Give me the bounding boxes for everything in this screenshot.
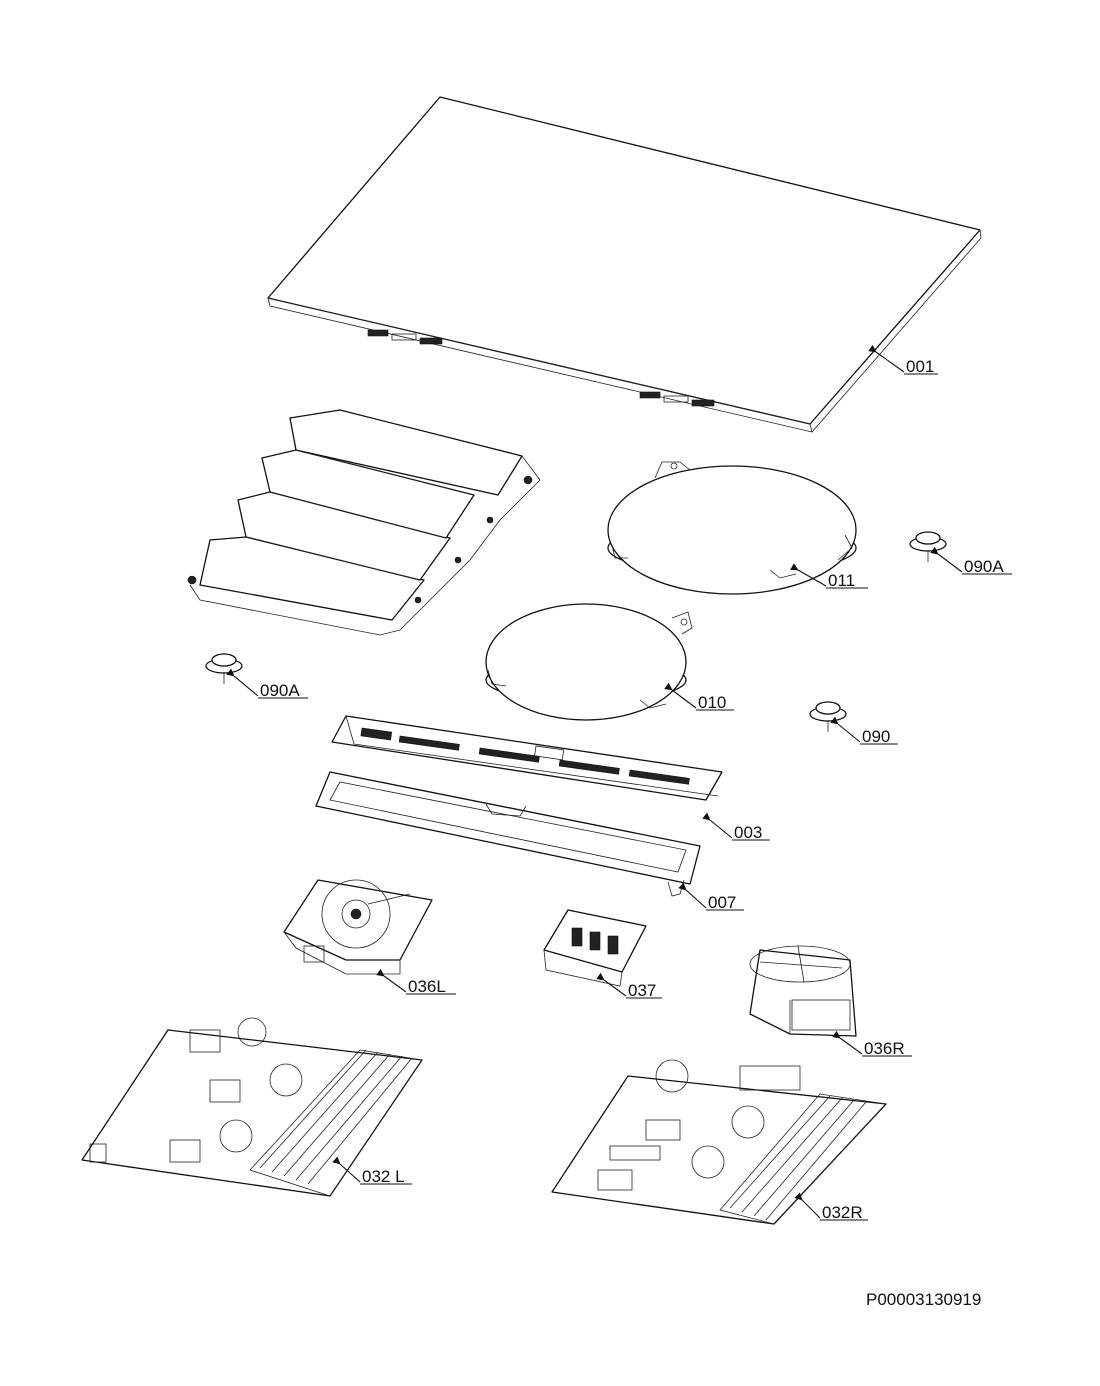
callout-010: 010 (664, 682, 734, 712)
callout-label: 090A (964, 557, 1004, 576)
terminal-block (543, 909, 647, 987)
callout-label: 003 (734, 823, 762, 842)
induction-coil-front (485, 603, 693, 721)
callout-label: 090A (260, 681, 300, 700)
callout-label: 036L (408, 977, 446, 996)
callout-037: 037 (596, 972, 662, 1000)
fan-right (749, 945, 857, 1037)
callout-090A-rear: 090A (930, 546, 1012, 576)
flexi-coil-array (187, 409, 541, 636)
callout-label: 090 (862, 727, 890, 746)
power-board-left (81, 1017, 423, 1197)
callout-090A-left: 090A (226, 668, 308, 700)
foot-left (205, 653, 243, 684)
callout-007: 007 (678, 882, 744, 912)
document-id: P00003130919 (866, 1290, 982, 1309)
callout-036R: 036R (832, 1030, 912, 1058)
callout-011: 011 (790, 563, 868, 590)
callout-label: 032 L (362, 1167, 405, 1186)
power-board-right (551, 1059, 887, 1225)
control-frame (315, 771, 701, 897)
callout-090: 090 (830, 716, 898, 746)
callout-label: 037 (628, 981, 656, 1000)
fan-left (283, 879, 433, 975)
control-board (331, 715, 723, 801)
callout-032R: 032R (794, 1192, 868, 1222)
callout-label: 036R (864, 1039, 905, 1058)
callout-label: 001 (906, 357, 934, 376)
callout-003: 003 (702, 812, 770, 842)
callout-001: 001 (868, 344, 938, 376)
foot-right-rear (909, 531, 947, 562)
callout-label: 007 (708, 893, 736, 912)
callout-label: 011 (828, 571, 855, 590)
callout-032L: 032 L (332, 1156, 412, 1186)
induction-coil-rear (607, 461, 857, 595)
callout-label: 010 (698, 693, 726, 712)
foot-right-front (809, 701, 847, 732)
glass-top (267, 96, 982, 433)
callout-label: 032R (822, 1203, 863, 1222)
callout-036L: 036L (376, 968, 456, 996)
